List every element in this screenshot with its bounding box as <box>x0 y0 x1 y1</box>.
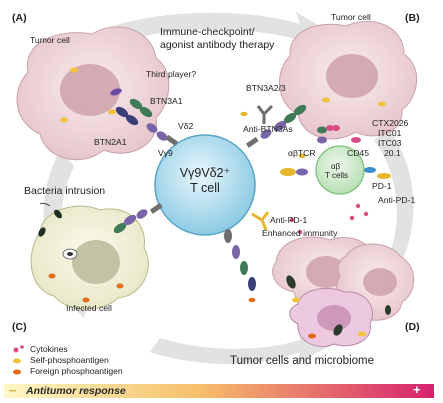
panel-label-b: (B) <box>405 12 420 24</box>
vg9-label: Vγ9 <box>158 148 173 158</box>
clone-20-1-label: 20.1 <box>384 148 401 158</box>
self-pag-symbol <box>13 358 21 364</box>
tumor-cells-d <box>272 236 415 347</box>
therapy-title-line2: agonist antibody therapy <box>160 39 275 51</box>
ctx2026-label: CTX2026 <box>372 118 409 128</box>
tumor-cell-a <box>16 26 170 161</box>
tumor-cell-b-label: Tumor cell <box>331 12 371 22</box>
btn3a1-label: BTN3A1 <box>150 96 183 106</box>
foreign-pag-symbol <box>13 369 21 375</box>
arrow-top <box>96 12 330 52</box>
receptor-complexes <box>110 88 391 291</box>
ab-tcells-label-2: T cells <box>325 171 348 180</box>
panel-label-d: (D) <box>405 321 420 333</box>
enhanced-immunity-label: Enhanced immunity <box>262 228 338 238</box>
loose-molecules <box>240 111 369 303</box>
arrow-right <box>374 128 414 296</box>
tumor-cell-a-label: Tumor cell <box>30 35 70 45</box>
anti-btn3as-label: Anti-BTN3As <box>243 124 293 134</box>
tcell-label-line2: T cell <box>190 181 220 195</box>
panel-label-c: (C) <box>12 321 27 333</box>
abtcr-label: αβTCR <box>288 148 316 158</box>
itc01-label: ITC01 <box>378 128 402 138</box>
anti-pd1-right-label: Anti-PD-1 <box>378 195 416 205</box>
btn3a23-label: BTN3A2/3 <box>246 83 286 93</box>
cycle-arrows <box>43 12 414 364</box>
panel-label-a: (A) <box>12 12 27 24</box>
antitumor-bar <box>4 384 434 398</box>
btn2a1-label: BTN2A1 <box>94 137 127 147</box>
third-player-label: Third player? <box>146 69 197 79</box>
arrow-left <box>43 150 92 318</box>
bar-minus-sign: − <box>9 383 17 398</box>
cytokine-symbol <box>13 347 19 353</box>
therapy-title-line1: Immune-checkpoint/ <box>160 26 255 38</box>
bar-plus-sign: + <box>413 382 421 397</box>
arrow-bottom <box>150 330 330 364</box>
legend-self-pag: Self-phosphoantigen <box>30 355 109 365</box>
ab-tcells-label-1: αβ <box>331 162 341 171</box>
tumor-cell-b <box>279 20 418 140</box>
infected-cell-label: Infected cell <box>66 303 112 313</box>
pd1-label: PD-1 <box>372 181 392 191</box>
legend-symbols <box>13 345 24 375</box>
anti-pd1-center-label: Anti-PD-1 <box>270 215 308 225</box>
cd45-label: CD45 <box>347 148 369 158</box>
legend-foreign-pag: Foreign phosphoantigen <box>30 366 123 376</box>
legend-cytokines: Cytokines <box>30 344 68 354</box>
bacteria-intrusion-label: Bacteria intrusion <box>24 185 106 197</box>
tumor-microbiome-label: Tumor cells and microbiome <box>230 355 375 367</box>
vg9vd2-t-cell <box>154 134 256 236</box>
vd2-label: Vδ2 <box>178 121 194 131</box>
tcell-label-line1: Vγ9Vδ2⁺ <box>179 166 231 180</box>
antitumor-response-label: Antitumor response <box>26 385 126 397</box>
itc03-label: ITC03 <box>378 138 402 148</box>
